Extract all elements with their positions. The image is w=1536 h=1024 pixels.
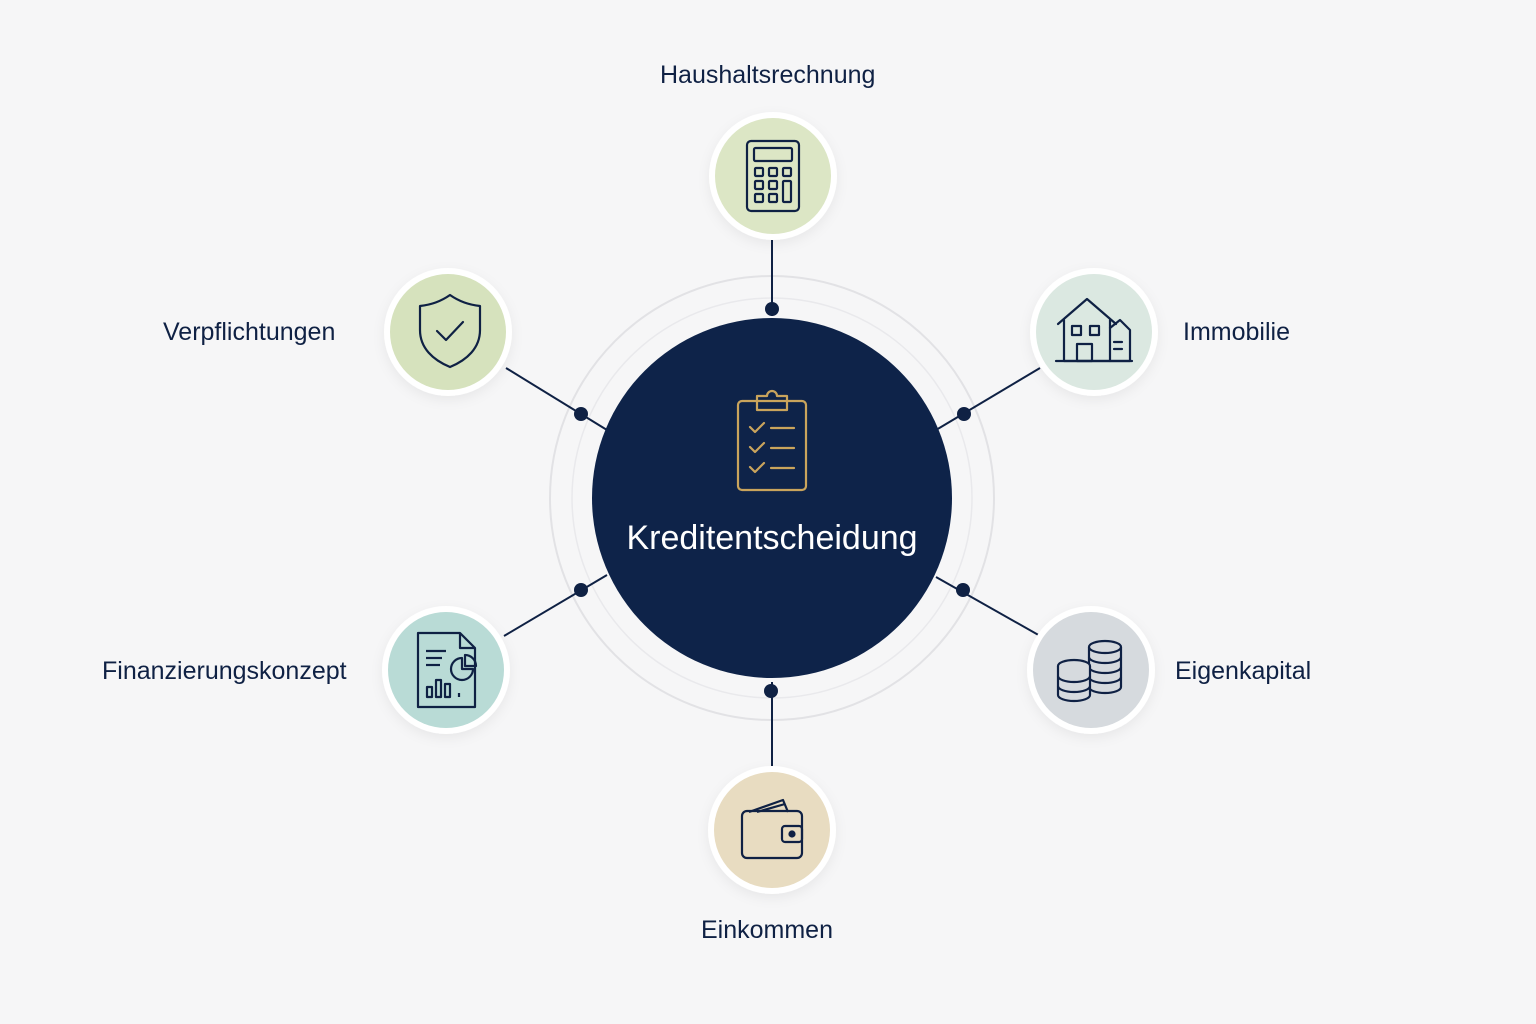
node-haushaltsrechnung <box>709 112 837 240</box>
connector-finanzierungskonzept <box>503 574 608 637</box>
clipboard-checklist-icon <box>736 389 808 492</box>
label-haushaltsrechnung: Haushaltsrechnung <box>660 61 876 89</box>
connector-dot <box>574 407 588 421</box>
label-verpflichtungen: Verpflichtungen <box>163 318 336 346</box>
connector-dot <box>765 302 779 316</box>
connector-immobilie <box>935 367 1041 431</box>
label-einkommen: Einkommen <box>701 916 833 944</box>
node-circle <box>388 612 504 728</box>
connector-dot <box>574 583 588 597</box>
house-icon <box>1054 297 1134 363</box>
center-hub <box>592 318 952 678</box>
coin-stacks-icon <box>1056 639 1123 703</box>
connectors <box>503 240 1043 766</box>
node-einkommen <box>708 766 836 894</box>
center-title: Kreditentscheidung <box>626 519 918 557</box>
connector-dots <box>574 302 971 698</box>
label-finanzierungskonzept: Finanzierungskonzept <box>102 657 347 685</box>
node-eigenkapital <box>1027 606 1155 734</box>
shield-check-icon <box>418 293 482 369</box>
label-eigenkapital: Eigenkapital <box>1175 657 1312 685</box>
node-finanzierungskonzept <box>382 606 510 734</box>
node-circle <box>1036 274 1152 390</box>
connector-verpflichtungen <box>505 367 608 431</box>
connector-dot <box>764 684 778 698</box>
wallet-icon <box>740 798 804 860</box>
node-circle <box>714 772 830 888</box>
label-immobilie: Immobilie <box>1183 318 1290 346</box>
connector-dot <box>957 407 971 421</box>
calculator-icon <box>745 139 801 213</box>
connector-dot <box>956 583 970 597</box>
report-document-icon <box>416 631 478 709</box>
node-circle <box>390 274 506 390</box>
node-verpflichtungen <box>384 268 512 396</box>
node-immobilie <box>1030 268 1158 396</box>
connector-eigenkapital <box>935 576 1043 638</box>
